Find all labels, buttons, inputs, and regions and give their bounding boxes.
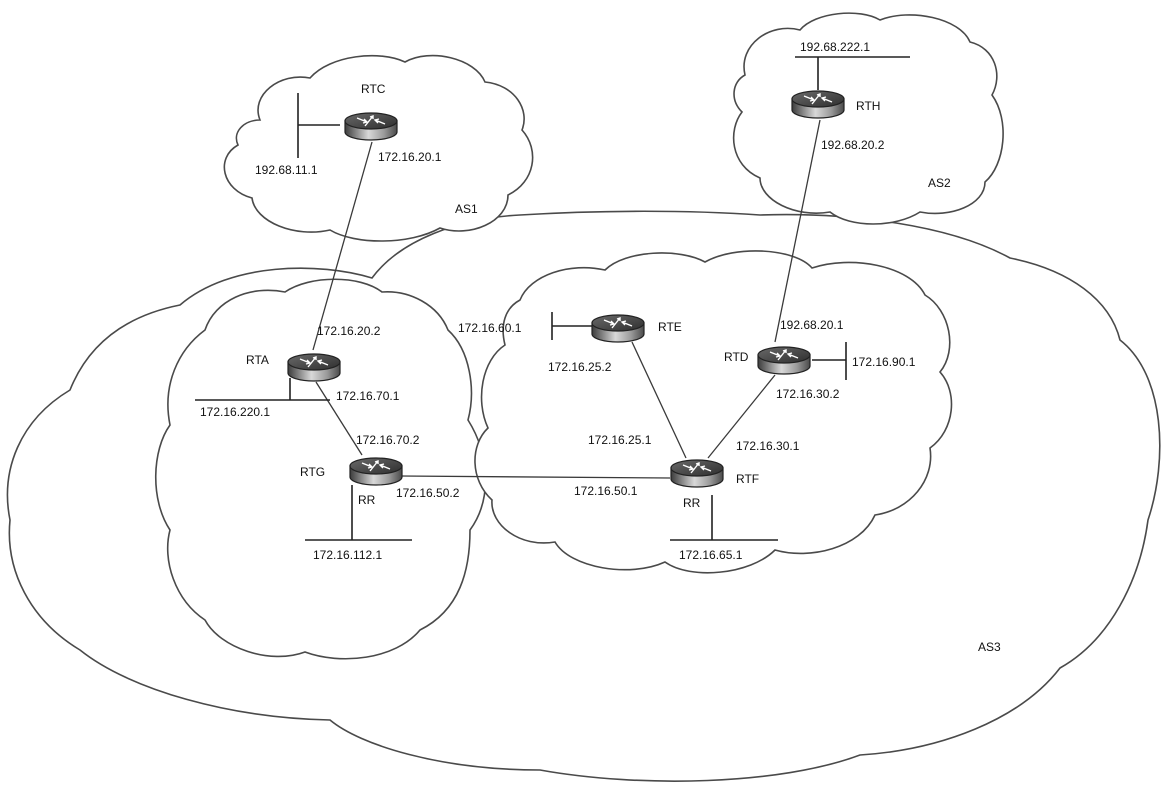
link-rtd-rtf xyxy=(707,374,776,459)
as2-cloud-outline xyxy=(732,12,1004,225)
router-rtf-top xyxy=(670,459,724,477)
as-label-as3: AS3 xyxy=(978,640,1001,654)
addr-rtf-g: 172.16.50.1 xyxy=(574,484,638,498)
addr-rte-down: 172.16.25.2 xyxy=(548,360,612,374)
lan-segments-layer xyxy=(195,56,910,541)
addr-rth-lan: 192.68.222.1 xyxy=(800,40,870,54)
addr-rth-wan: 192.68.20.2 xyxy=(821,138,885,152)
router-rta-arrows-icon xyxy=(299,356,329,368)
addr-rtf-lan: 172.16.65.1 xyxy=(679,548,743,562)
routers-layer xyxy=(287,90,845,488)
link-rtg-rtf xyxy=(399,475,671,479)
router-rtf-icon[interactable] xyxy=(670,459,724,488)
router-role-rtf: RR xyxy=(683,496,701,510)
router-rth-icon[interactable] xyxy=(791,90,845,119)
router-rte-arrows-icon xyxy=(603,317,633,329)
addr-rta-up: 172.16.20.2 xyxy=(317,324,381,338)
as-label-as2: AS2 xyxy=(928,176,951,190)
router-label-rte: RTE xyxy=(658,320,682,334)
addr-rtd-lan: 172.16.90.1 xyxy=(852,355,916,369)
router-rta-top xyxy=(287,353,341,371)
router-rth-arrows-icon xyxy=(803,93,833,105)
links-layer xyxy=(312,119,821,479)
rta-rtg-cloud-outline xyxy=(155,278,487,660)
as1-cloud xyxy=(223,54,534,242)
addr-rtf-e: 172.16.25.1 xyxy=(588,433,652,447)
as1-cloud-outline xyxy=(223,54,534,242)
router-rtc-arrows-icon xyxy=(356,115,386,127)
addr-rtc-wan: 172.16.20.1 xyxy=(378,150,442,164)
as2-cloud xyxy=(732,12,1004,225)
addr-rtg-lan: 172.16.112.1 xyxy=(313,548,383,562)
link-rtc-rta xyxy=(312,141,373,351)
router-rtc-icon[interactable] xyxy=(344,112,398,141)
addr-rta-lan: 172.16.220.1 xyxy=(200,405,270,419)
router-label-rtf: RTF xyxy=(736,472,759,486)
router-rtf-arrows-icon xyxy=(682,462,712,474)
link-rte-rtf xyxy=(631,341,687,459)
as-label-as1: AS1 xyxy=(455,202,478,216)
addr-rtf-d: 172.16.30.1 xyxy=(736,439,800,453)
router-label-rth: RTH xyxy=(856,99,880,113)
link-rth-rtd xyxy=(774,119,821,343)
router-rtd-arrows-icon xyxy=(769,349,799,361)
router-label-rtg: RTG xyxy=(300,465,325,479)
rta-rtg-cloud xyxy=(155,278,487,660)
addr-rta-down: 172.16.70.1 xyxy=(336,389,400,403)
router-rte-icon[interactable] xyxy=(591,314,645,343)
router-rtg-top xyxy=(349,457,403,475)
addr-rtg-right: 172.16.50.2 xyxy=(396,486,460,500)
router-rtd-top xyxy=(757,346,811,364)
link-rta-rtg xyxy=(315,381,363,456)
router-label-rtd: RTD xyxy=(724,350,749,364)
router-label-rta: RTA xyxy=(246,353,269,367)
router-rtg-arrows-icon xyxy=(361,460,391,472)
addr-rtc-lan: 192.68.11.1 xyxy=(255,163,318,177)
addr-rtd-down: 172.16.30.2 xyxy=(776,387,840,401)
router-rtc-top xyxy=(344,112,398,130)
router-rtd-icon[interactable] xyxy=(757,346,811,375)
router-labels: RTC RTH RTA RTE RTD RTG RR RTF RR xyxy=(246,82,880,510)
router-role-rtg: RR xyxy=(358,493,376,507)
address-labels: 192.68.11.1 172.16.20.1 192.68.222.1 192… xyxy=(200,40,916,562)
as-labels: AS1 AS2 AS3 xyxy=(455,176,1001,654)
router-rta-icon[interactable] xyxy=(287,353,341,382)
addr-rtg-up: 172.16.70.2 xyxy=(356,433,420,447)
router-label-rtc: RTC xyxy=(361,82,386,96)
router-rte-top xyxy=(591,314,645,332)
router-rth-top xyxy=(791,90,845,108)
router-rtg-icon[interactable] xyxy=(349,457,403,486)
addr-rtd-up: 192.68.20.1 xyxy=(780,318,844,332)
addr-rte-lan: 172.16.60.1 xyxy=(458,321,522,335)
